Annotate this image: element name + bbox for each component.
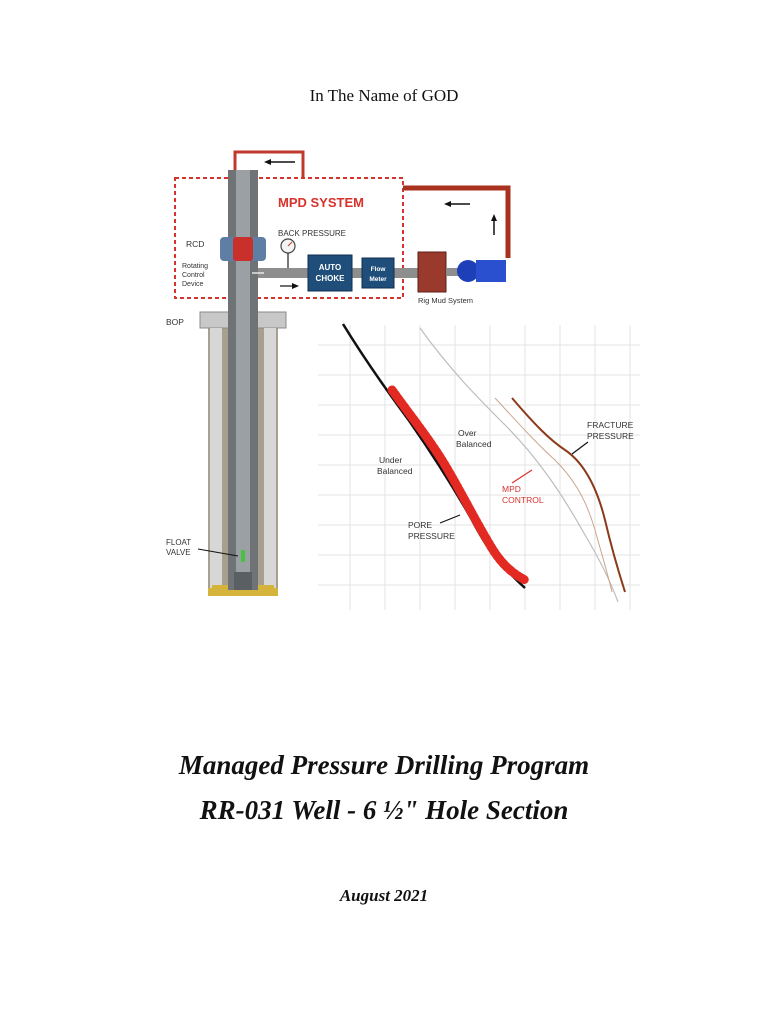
right-up-arrowhead	[491, 214, 497, 221]
pressure-chart: Over Balanced Under Balanced FRACTURE PR…	[318, 323, 640, 610]
under-balanced-label-2: Balanced	[377, 466, 413, 476]
mpd-control-arrow	[511, 469, 533, 484]
float-valve-arrow	[197, 548, 239, 557]
mpd-control-label-1: MPD	[502, 484, 521, 494]
fracture-pressure-curve	[511, 397, 626, 593]
fracture-pressure-label-1: FRACTURE	[587, 420, 634, 430]
right-top-arrowhead	[444, 201, 451, 207]
mpd-system-box	[174, 177, 404, 299]
over-balanced-label-2: Balanced	[456, 439, 492, 449]
pump-motor	[476, 260, 506, 282]
float-valve-label-1: FLOAT	[166, 538, 191, 547]
casing-left	[210, 328, 222, 590]
overburden-curve	[419, 327, 619, 603]
mpd-control-band	[387, 385, 530, 585]
flow-meter-box	[361, 257, 395, 289]
drill-bit	[234, 572, 252, 590]
rcd-seal	[233, 237, 253, 261]
document-title-line-2: RR-031 Well - 6 ½" Hole Section	[199, 795, 569, 825]
bop-label: BOP	[166, 317, 184, 327]
under-balanced-label-1: Under	[379, 455, 402, 465]
pore-pressure-label-1: PORE	[408, 520, 432, 530]
pore-pressure-label-2: PRESSURE	[408, 531, 455, 541]
mpd-system-label: MPD SYSTEM	[278, 195, 364, 210]
mpd-control-label-2: CONTROL	[502, 495, 544, 505]
casing-right	[264, 328, 276, 590]
chart-area	[318, 325, 640, 610]
rig-mud-system-label: Rig Mud System	[418, 296, 473, 305]
mud-tank	[417, 251, 447, 293]
float-valve-label-2: VALVE	[166, 548, 191, 557]
gauge-needle	[287, 241, 293, 247]
document-title-line-1: Managed Pressure Drilling Program	[178, 750, 590, 780]
auto-choke-label-2: CHOKE	[316, 274, 346, 283]
mpd-diagram: Over Balanced Under Balanced FRACTURE PR…	[166, 150, 640, 610]
rcd-desc-1: Rotating	[182, 263, 208, 270]
fracture-arrow	[571, 441, 589, 455]
bit-zone	[208, 588, 278, 596]
mud-pump	[457, 260, 479, 282]
over-balanced-label-1: Over	[458, 428, 477, 438]
auto-choke-label-1: AUTO	[319, 263, 342, 272]
document-date: August 2021	[339, 886, 429, 905]
flow-meter-label-2: Meter	[369, 276, 387, 283]
dedication-text: In The Name of GOD	[309, 86, 459, 105]
top-flow-arrowhead	[264, 159, 271, 165]
top-return-line	[233, 150, 305, 178]
back-pressure-label: BACK PRESSURE	[278, 229, 346, 238]
fracture-pressure-label-2: PRESSURE	[587, 431, 634, 441]
rcd-desc-2: Control	[182, 272, 205, 279]
float-valve-marker	[241, 550, 245, 562]
drill-pipe-inner	[236, 170, 250, 590]
pump-line	[446, 268, 460, 276]
flow-meter-label-1: Flow	[371, 266, 387, 273]
rcd-desc-3: Device	[182, 281, 204, 288]
pore-pressure-arrow	[439, 514, 461, 524]
rcd-label: RCD	[186, 239, 204, 249]
auto-choke-box	[307, 254, 353, 292]
right-return-line	[403, 185, 511, 258]
flow-line-arrowhead	[292, 283, 299, 289]
fracture-secondary-curve	[494, 397, 613, 593]
